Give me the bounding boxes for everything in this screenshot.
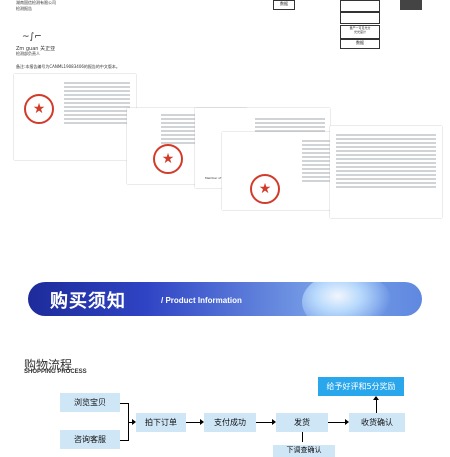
step-order: 拍下订单 <box>136 413 186 432</box>
step-browse: 浏览宝贝 <box>60 393 120 412</box>
arrow-up-icon <box>373 396 379 400</box>
connector-line <box>256 422 272 423</box>
arrow-right-icon <box>345 419 349 425</box>
diagram-image-block <box>400 0 422 10</box>
red-seal-icon: ★ <box>250 174 280 204</box>
diagram-box-top <box>340 0 380 12</box>
step-receive: 收货确认 <box>349 413 405 432</box>
step-partial: 下调查确认 <box>273 445 335 457</box>
connector-line <box>302 432 303 442</box>
banner-subtitle: / Product Information <box>161 296 242 305</box>
connector-line <box>128 422 133 423</box>
arrow-right-icon <box>200 419 204 425</box>
connector-line <box>186 422 200 423</box>
water-splash-graphic <box>302 282 392 316</box>
certificate-doc-5 <box>330 126 442 218</box>
connector-line <box>376 400 377 413</box>
arrow-right-icon <box>132 419 136 425</box>
signature-latin: Zm guan <box>16 46 39 52</box>
banner-title: 购买须知 <box>50 291 126 312</box>
report-type-line: 检测报告 <box>16 6 32 11</box>
diagram-box-mid <box>340 12 380 24</box>
diagram-box-data: 数据 <box>340 39 380 49</box>
step-pay: 支付成功 <box>204 413 256 432</box>
connector-line <box>120 440 128 441</box>
connector-line <box>328 422 345 423</box>
diagram-box-top-left: 数据 <box>273 0 295 10</box>
report-company-line: 湖南国信检测有限公司 <box>16 0 56 5</box>
signature-chinese: 关正亚 <box>40 46 56 52</box>
signature: ~∫⌐ <box>22 32 42 42</box>
flow-title: 购物流程 <box>24 358 73 372</box>
signature-label: Zm guan 关正亚 <box>16 45 55 52</box>
diagram-box-text: 数据 <box>280 1 288 6</box>
step-consult: 咨询客服 <box>60 430 120 449</box>
flow-subtitle: SHOPPING PROCESS <box>24 369 87 375</box>
arrow-right-icon <box>272 419 276 425</box>
purchase-notes-banner: 购买须知 / Product Information <box>28 282 422 316</box>
step-review: 给予好评和5分奖励 <box>318 377 404 396</box>
certificate-doc-1: ★ <box>14 74 136 160</box>
step-ship: 发货 <box>276 413 328 432</box>
diagram-box-instrument: 量产一可见光分 光光度计 <box>340 25 380 39</box>
report-note: 备注:本报告编号为CANML19083406的报告的中文版本。 <box>16 64 120 69</box>
connector-line <box>120 403 128 404</box>
signer-title: 检测部负责人 <box>16 51 40 56</box>
red-seal-icon: ★ <box>153 144 183 174</box>
red-seal-icon: ★ <box>24 94 54 124</box>
